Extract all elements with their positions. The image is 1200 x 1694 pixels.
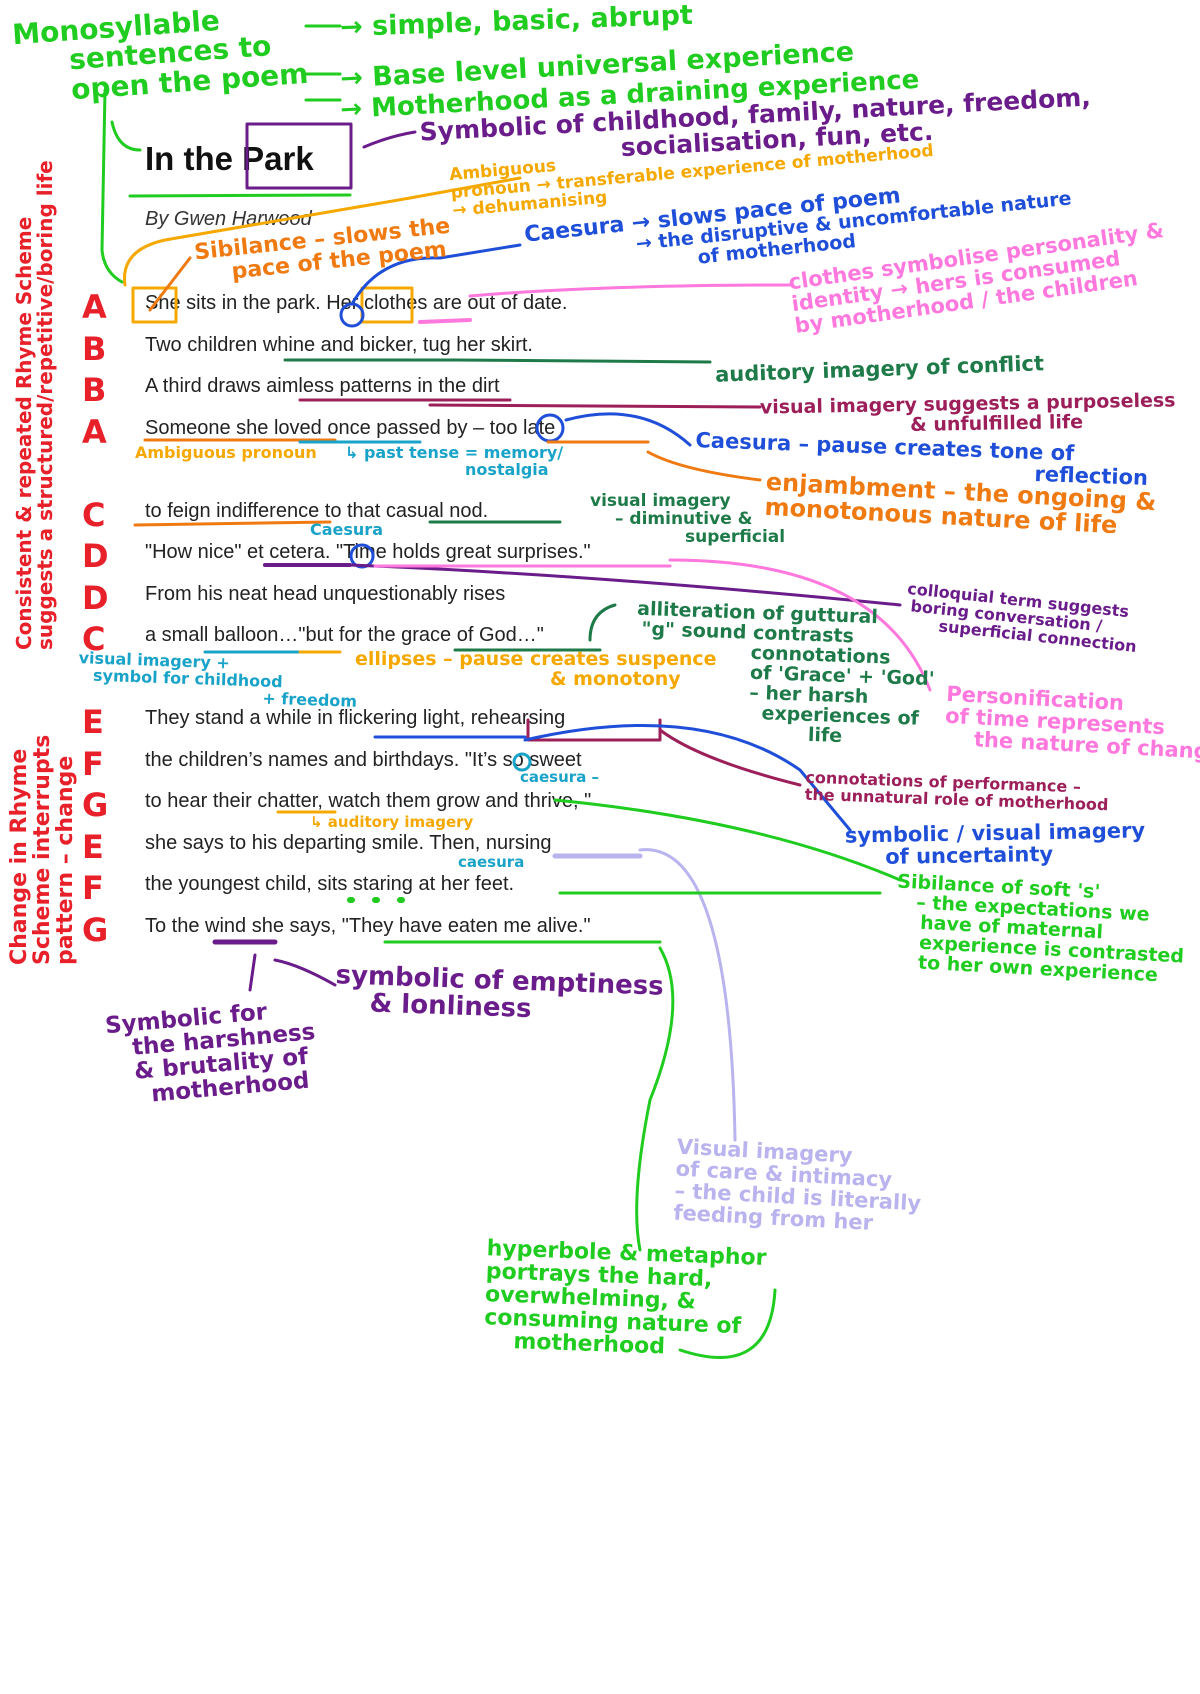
note-caesura-nursing: caesura — [458, 853, 525, 871]
note-monosyllable: Monosyllable sentences to open the poem — [11, 3, 310, 107]
arrow-park-symbolic — [362, 130, 417, 149]
note-sibilance-soft: Sibilance of soft 's' – the expectations… — [896, 870, 1185, 986]
note-change-scheme: Change in Rhyme Scheme interrupts patter… — [7, 734, 79, 965]
arrow-caesura-2 — [564, 412, 692, 447]
arrow-monosyllable — [100, 88, 124, 284]
arrow-alliteration — [588, 603, 617, 642]
poem-line-2: Two children whine and bicker, tug her s… — [145, 334, 533, 356]
rhyme-letter: A — [82, 413, 107, 451]
note-past-tense: ↳ past tense = memory/ nostalgia — [345, 443, 564, 479]
rhyme-letter: E — [82, 703, 104, 741]
note-hyperbole: hyperbole & metaphor portrays the hard, … — [483, 1236, 767, 1360]
note-care-intimacy: Visual imagery of care & intimacy – the … — [672, 1134, 922, 1236]
note-auditory-conflict: auditory imagery of conflict — [714, 351, 1045, 387]
arrow-monosyllable-2 — [110, 120, 142, 152]
rhyme-letter: G — [82, 911, 109, 949]
clothes-underline — [418, 318, 472, 324]
note-caesura-chatter: caesura – — [520, 768, 600, 786]
poem-line-12: she says to his departing smile. Then, n… — [145, 832, 552, 854]
note-balloon: visual imagery + symbol for childhood + … — [78, 648, 358, 711]
note-personification: Personification of time represents the n… — [944, 681, 1200, 765]
poem-line-6: "How nice" et cetera. "Time holds great … — [145, 541, 591, 563]
note-harshness: Symbolic for the harshness & brutality o… — [104, 999, 317, 1108]
poem-title: In the Park — [145, 140, 314, 177]
note-ambiguous-pronoun: Ambiguous pronoun — [135, 443, 317, 462]
poem-line-9: They stand a while in flickering light, … — [145, 707, 566, 729]
note-colloquial: colloquial term suggests boring conversa… — [906, 578, 1138, 656]
poem-line-13: the youngest child, sits staring at her … — [145, 873, 515, 895]
note-caesura-small: Caesura — [310, 520, 383, 539]
rhyme-letter: G — [82, 786, 109, 824]
poem-line-5: to feign indifference to that casual nod… — [145, 500, 489, 522]
rhyme-letter: C — [82, 496, 106, 534]
note-emptiness: symbolic of emptiness & lonliness — [335, 960, 665, 1025]
note-visual-purposeless: visual imagery suggests a purposeless & … — [759, 389, 1176, 436]
rhyme-letter: D — [82, 537, 109, 575]
rhyme-letter: B — [82, 330, 107, 368]
note-visual-diminutive: visual imagery – diminutive & superficia… — [590, 491, 786, 547]
arrow-auditory — [453, 358, 712, 364]
poem-line-1: She sits in the park. Her clothes are ou… — [145, 292, 568, 314]
note-simple: → simple, basic, abrupt — [339, 0, 694, 44]
title-underline — [128, 193, 352, 198]
poem-line-14: To the wind she says, "They have eaten m… — [145, 915, 591, 937]
rhyme-letter: A — [82, 288, 107, 326]
rhyme-letter: E — [82, 828, 104, 866]
poem-line-10: the children’s names and birthdays. "It’… — [145, 749, 582, 771]
arrow-harshness — [248, 953, 257, 992]
note-consistent-scheme: Consistent & repeated Rhyme Scheme sugge… — [12, 160, 57, 650]
rhyme-letter: D — [82, 579, 109, 617]
poem-line-8: a small balloon…"but for the grace of Go… — [145, 624, 544, 646]
note-auditory-imagery: ↳ auditory imagery — [310, 813, 474, 831]
note-ellipses: ellipses – pause creates suspence & mono… — [355, 648, 717, 690]
rhyme-letter: F — [82, 745, 104, 783]
poem-line-4: Someone she loved once passed by – too l… — [145, 417, 556, 439]
note-performance: connotations of performance – the unnatu… — [804, 767, 1109, 815]
poem-line-11: to hear their chatter, watch them grow a… — [145, 790, 592, 812]
arrow-emptiness — [273, 958, 337, 987]
poem-line-3: A third draws aimless patterns in the di… — [145, 375, 500, 397]
poem-line-7: From his neat head unquestionably rises — [145, 583, 506, 605]
rhyme-letter: F — [82, 869, 104, 907]
note-uncertainty: symbolic / visual imagery of uncertainty — [844, 818, 1146, 869]
arrow-visual-purposeless — [428, 403, 762, 409]
rhyme-letter: B — [82, 371, 107, 409]
rhyme-letter: C — [82, 620, 106, 658]
poem-author: By Gwen Harwood — [145, 208, 312, 230]
